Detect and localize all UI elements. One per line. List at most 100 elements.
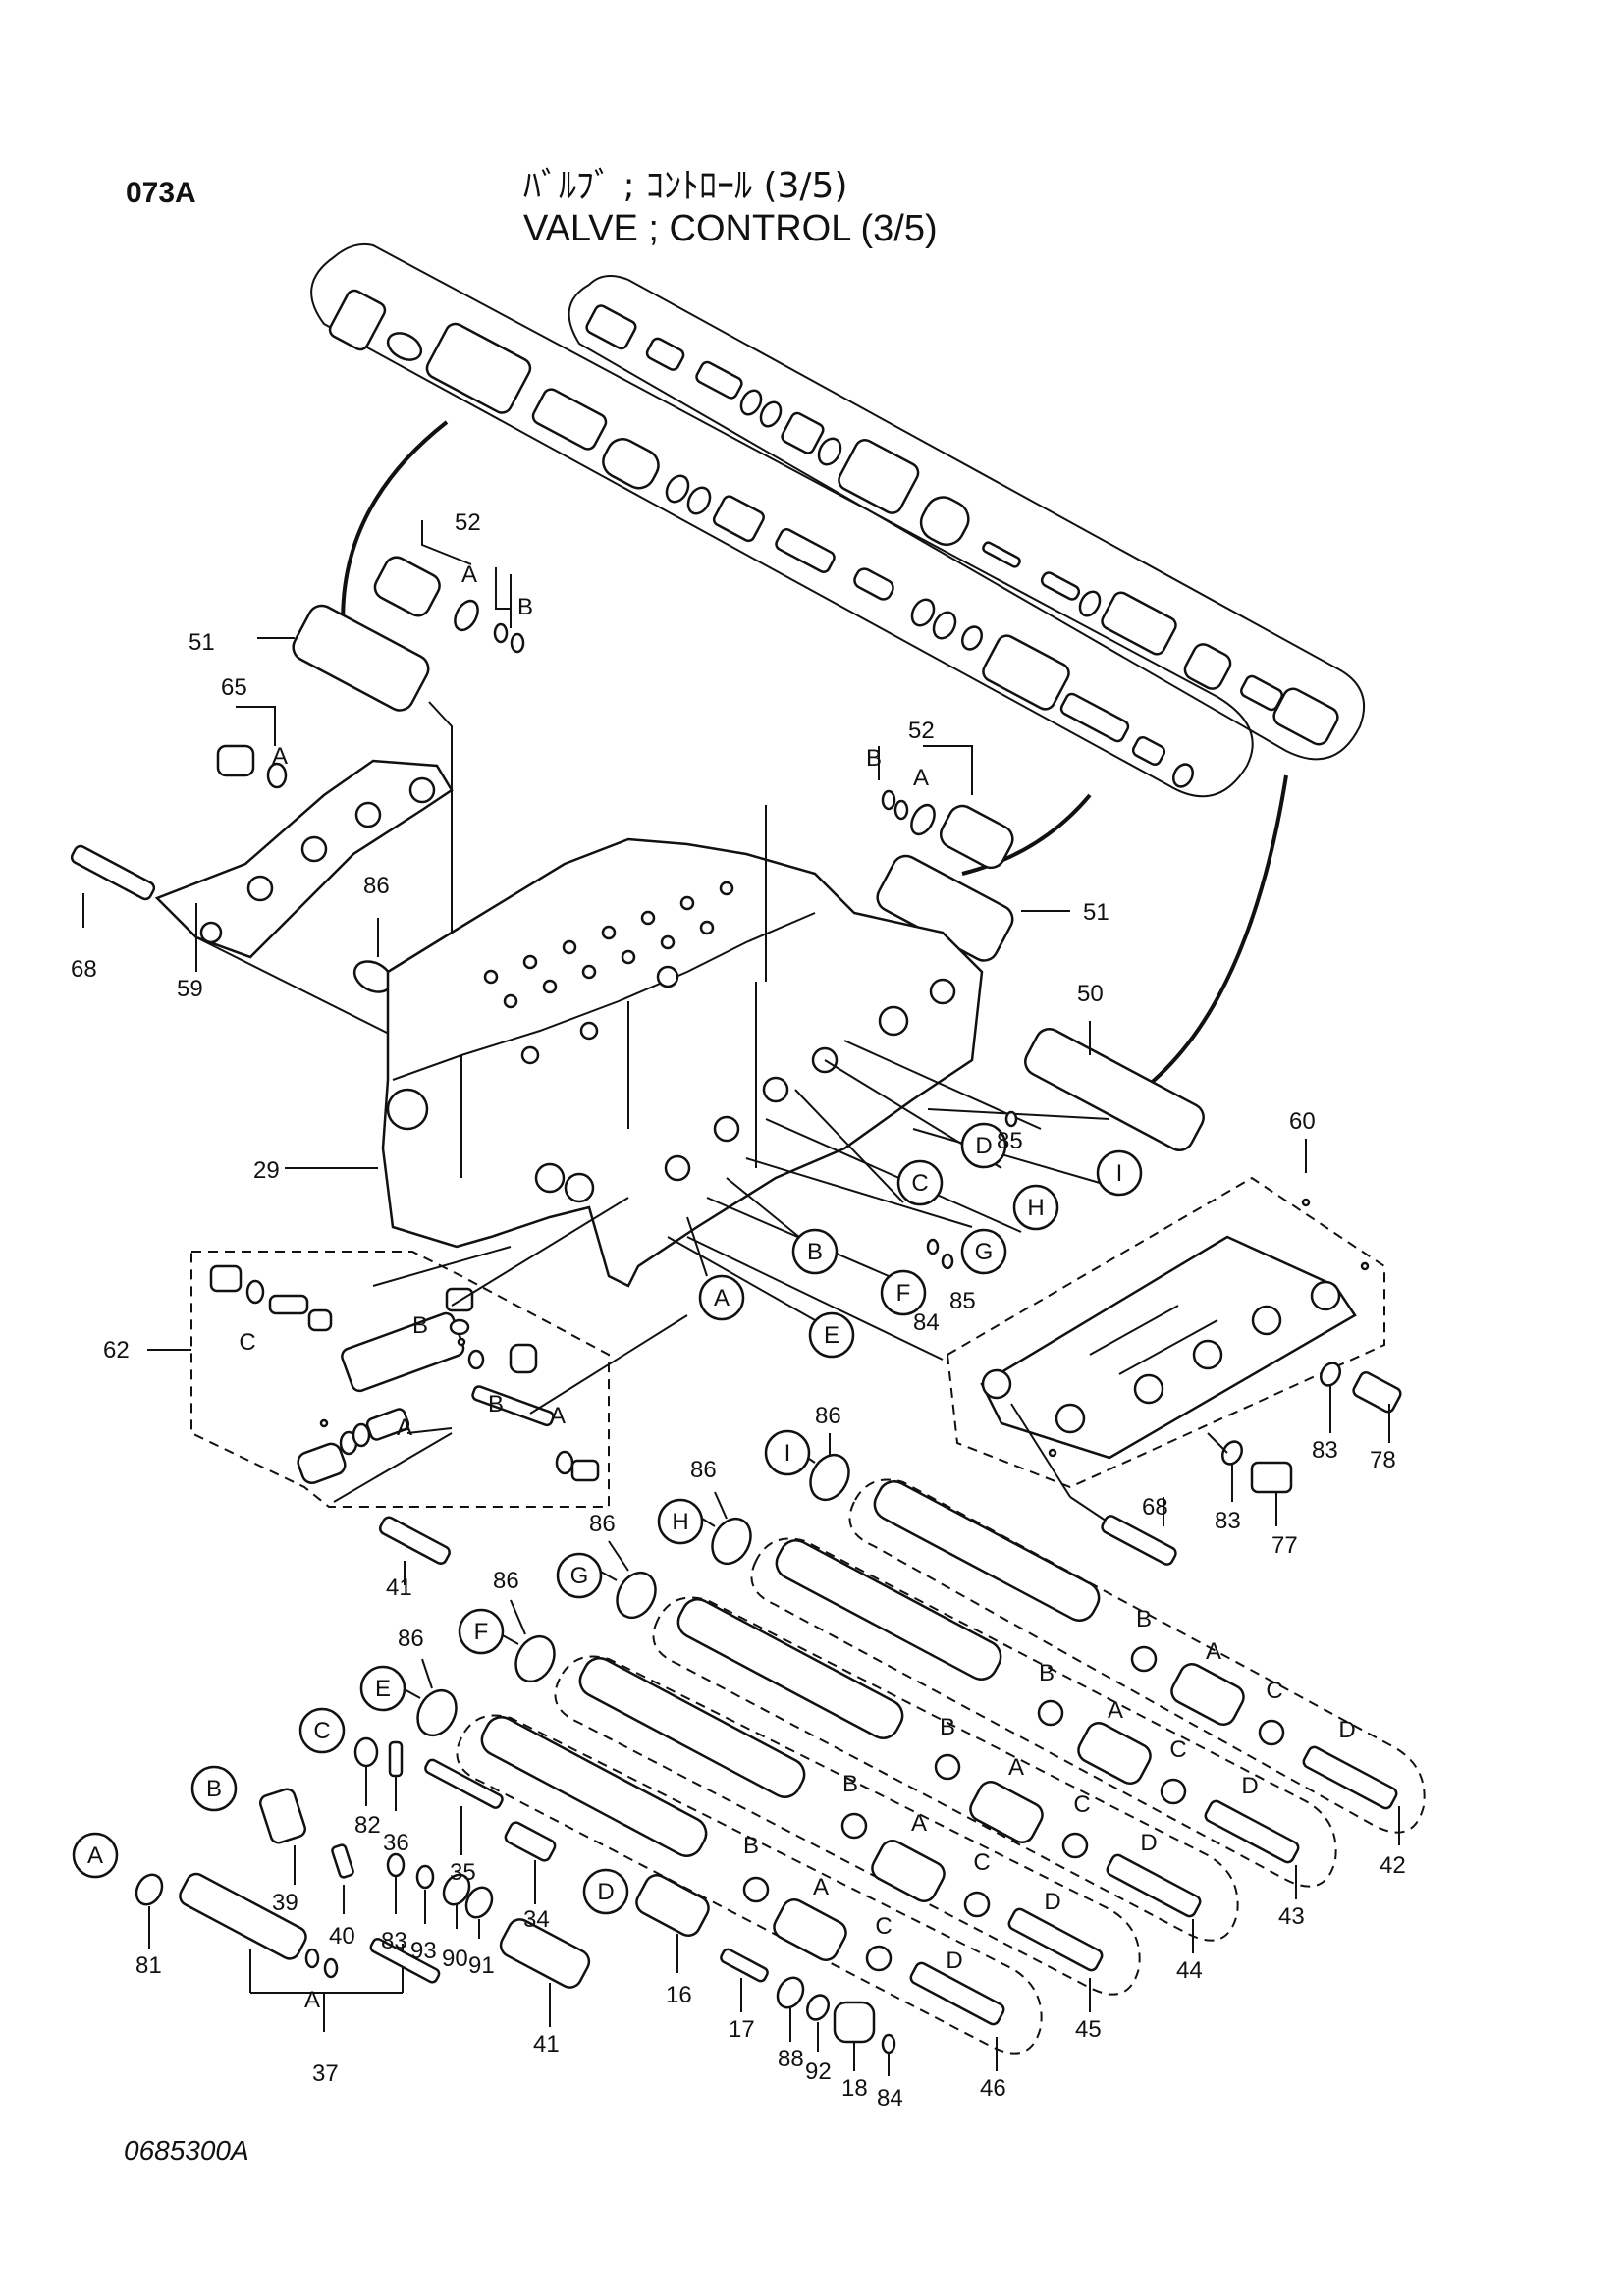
part-50-spool [1024,1021,1205,1151]
letter: D [1241,1773,1258,1799]
letter: A [304,1987,320,2013]
label-84: 85 [997,1128,1023,1154]
letter: A [397,1415,412,1441]
label-92: 92 [805,2058,832,2085]
upper-left-spool-parts [328,289,1194,788]
label-86: 86 [363,873,390,899]
letter: C [875,1913,892,1940]
label-43: 43 [1278,1903,1305,1930]
callout-letter: I [1116,1160,1123,1187]
label-59: 59 [177,976,203,1002]
letter: D [946,1948,962,1974]
letter: C [1266,1678,1282,1704]
letter: B [842,1771,858,1797]
letter: C [973,1849,990,1876]
label-86: 86 [589,1511,616,1537]
callout-letter: A [87,1842,103,1869]
label-51: 51 [189,629,215,656]
part-68-bolt-right [1101,1497,1177,1566]
label-51: 51 [1083,899,1109,926]
label-86: 86 [815,1403,841,1429]
label-69: 41 [386,1575,412,1601]
label-68: 68 [71,956,97,983]
label-68: 68 [1142,1494,1168,1521]
callout-letter: C [911,1170,928,1197]
callout-letter: A [714,1285,730,1311]
page-code: 073A [126,177,196,209]
label-16: 16 [666,1982,692,2008]
label-52: 52 [908,718,935,744]
callout-letter: E [824,1322,839,1349]
label-62: 62 [103,1337,130,1363]
label-17: 17 [729,2016,755,2043]
letter: B [488,1391,504,1417]
lower-left-parts [135,1736,591,2032]
drawing-number: 0685300A [124,2135,249,2165]
letter: D [1044,1889,1060,1915]
label-34: 34 [523,1906,550,1933]
callout-letter-labels: D C H G I B F A E I H G F E C B A D [87,1133,1122,1905]
label-50: 50 [1077,981,1104,1007]
upper-left-capsule [310,242,1254,798]
label-84: 85 [949,1288,976,1314]
letter: B [940,1714,955,1740]
label-40: 40 [329,1923,355,1949]
callout-letter: G [975,1239,994,1265]
label-77: 77 [1271,1532,1298,1559]
label-65: 65 [221,674,247,701]
label-39: 39 [272,1890,298,1916]
label-35: 35 [450,1859,476,1886]
label-93: 93 [410,1938,437,1964]
callout-letter: G [570,1563,589,1589]
label-44: 44 [1176,1957,1203,1984]
letter: B [1039,1660,1055,1686]
label-85: 83 [1215,1508,1241,1534]
letter: A [911,1810,927,1837]
spool-assemblies [456,1478,1426,2071]
label-60: 60 [1289,1108,1316,1135]
label-36: 36 [383,1830,409,1856]
lower-center-parts [635,1874,896,2076]
upper-right-capsule [568,275,1365,761]
label-83: 84 [877,2085,903,2111]
label-52: 52 [455,509,481,536]
letter: D [1140,1830,1157,1856]
label-81: 81 [135,1952,162,1979]
label-86: 86 [398,1626,424,1652]
label-37: 37 [312,2060,339,2087]
title-english: VALVE ; CONTROL (3/5) [523,208,938,249]
label-46: 46 [980,2075,1006,2102]
callout-letter: F [474,1619,489,1645]
part-52-left [373,520,525,654]
label-42: 42 [1380,1852,1406,1879]
letter: A [813,1874,829,1900]
label-85: 83 [1312,1437,1338,1464]
letter: C [239,1329,255,1356]
part-65-cap [216,706,288,789]
letter: C [1169,1736,1186,1763]
part-52-right [878,745,1014,870]
part-number-labels: 52 51 65 86 68 59 29 52 51 50 60 85 85 8… [71,509,1406,2111]
part-69-bolt [378,1516,451,1585]
part-85-77 [1207,1432,1293,1526]
letter: A [461,561,477,588]
label-85: 83 [381,1928,407,1954]
label-86: 86 [493,1568,519,1594]
label-91: 91 [468,1952,495,1979]
part-59-flange [154,759,454,959]
callout-letter: I [784,1440,791,1467]
letter: B [412,1312,428,1339]
label-82: 82 [354,1812,381,1839]
letter: A [1108,1697,1123,1724]
upper-right-spool-parts [585,304,1339,746]
letter: C [1073,1791,1090,1818]
body-leader-lines [372,1040,1110,1361]
callout-circles [72,1122,1143,1915]
callout-letter: B [206,1776,222,1802]
callout-letter: D [597,1879,614,1905]
letter: B [517,594,533,620]
label-83: 84 [913,1309,940,1336]
label-86: 86 [690,1457,717,1483]
callout-letter: B [807,1239,823,1265]
